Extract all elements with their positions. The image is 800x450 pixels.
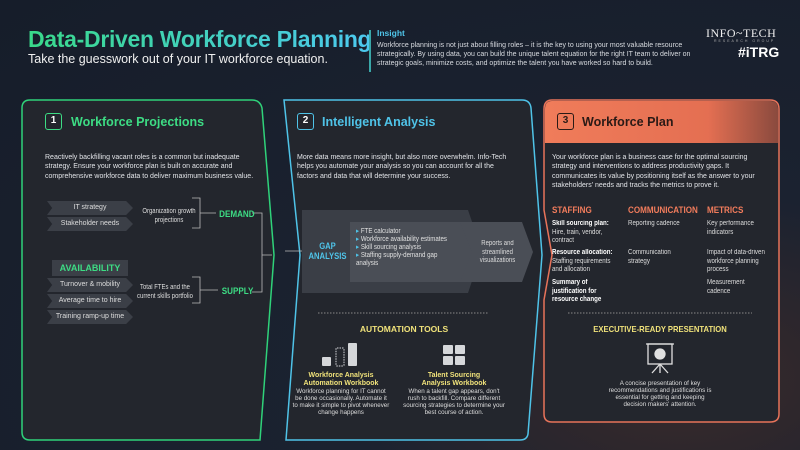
metrics-item: Measurement cadence: [707, 279, 745, 295]
logo-subtitle: RESEARCH GROUP: [714, 39, 776, 43]
info-tech-logo: INFO~TECH: [706, 26, 777, 40]
calculator-icon: [443, 345, 465, 365]
demand-input: IT strategy: [47, 201, 133, 215]
page-subtitle: Take the guesswork out of your IT workfo…: [28, 52, 328, 66]
demand-bracket: [192, 197, 272, 304]
tool-text: Workforce planning for IT cannot be done…: [292, 388, 390, 416]
gap-output-chevron: [460, 222, 533, 282]
bar-chart-icon: [322, 343, 357, 367]
gap-item: ▸ Skill sourcing analysis: [356, 244, 422, 251]
staffing-item: Resource allocation:Staffing requirement…: [552, 249, 613, 273]
step-number: 2: [297, 113, 314, 130]
tool-title: Talent Sourcing Analysis Workbook: [421, 372, 487, 387]
presentation-title: EXECUTIVE-READY PRESENTATION: [593, 324, 727, 334]
communication-item: Communication strategy: [628, 249, 671, 265]
gap-item: ▸ Staffing supply-demand gap analysis: [356, 252, 438, 267]
metrics-item: Key performance indicators: [707, 220, 754, 236]
demand-note: Organization growth projections: [142, 208, 196, 224]
tool-text: When a talent gap appears, don't rush to…: [403, 388, 505, 416]
gap-items: ▸ FTE calculator ▸ Workforce availabilit…: [356, 228, 453, 268]
supply-input: Average time to hire: [47, 294, 133, 308]
gap-output: Reports and streamlined visualizations: [479, 240, 516, 264]
panel-text: More data means more insight, but also m…: [297, 154, 507, 180]
panel-title: Workforce Projections: [71, 115, 205, 129]
supply-input: Turnover & mobility: [47, 278, 133, 292]
demand-input: Stakeholder needs: [47, 217, 133, 231]
panel-3-header: [545, 101, 778, 143]
itrg-logo: #iTRG: [738, 44, 780, 60]
supply-input: Training ramp-up time: [47, 310, 133, 324]
tools-title: AUTOMATION TOOLS: [359, 324, 449, 334]
metrics-title: METRICS: [707, 205, 744, 216]
metrics-item: Impact of data-driven workforce planning…: [707, 249, 765, 273]
gap-item: ▸ Workforce availability estimates: [356, 236, 447, 243]
communication-item: Reporting cadence: [628, 220, 680, 227]
panel-text: Your workforce plan is a business case f…: [552, 154, 755, 189]
page-title: Data-Driven Workforce Planning: [28, 26, 372, 52]
panel-title: Workforce Plan: [582, 115, 674, 129]
staffing-item: Summary of justification for resource ch…: [552, 279, 602, 303]
tool-title: Workforce Analysis Automation Workbook: [303, 372, 379, 387]
gap-inner-chevron: [350, 222, 474, 282]
panel-text: Reactively backfilling vacant roles is a…: [45, 154, 254, 180]
gap-analysis-label: GAP ANALYSIS: [308, 241, 347, 261]
panel-title: Intelligent Analysis: [322, 115, 436, 129]
demand-label: DEMAND: [219, 209, 255, 220]
supply-label: SUPPLY: [221, 286, 254, 297]
panel-1-outline: [21, 99, 275, 441]
communication-title: COMMUNICATION: [628, 205, 698, 216]
insight-text: Workforce planning is not just about fil…: [377, 42, 691, 67]
presentation-text: A concise presentation of key recommenda…: [608, 380, 712, 408]
supply-note: Total FTEs and the current skills portfo…: [137, 284, 193, 300]
step-number: 3: [557, 113, 574, 130]
staffing-title: STAFFING: [552, 205, 592, 216]
presentation-board-icon: [646, 343, 674, 374]
step-number: 1: [45, 113, 62, 130]
availability-label: AVAILABILITY: [52, 260, 128, 276]
staffing-item: Skill sourcing plan:Hire, train, vendor,…: [552, 220, 609, 244]
gap-item: ▸ FTE calculator: [356, 228, 401, 235]
insight-divider: [369, 30, 371, 72]
panel-3-outline: [543, 99, 780, 423]
insight-label: Insight: [377, 28, 405, 38]
